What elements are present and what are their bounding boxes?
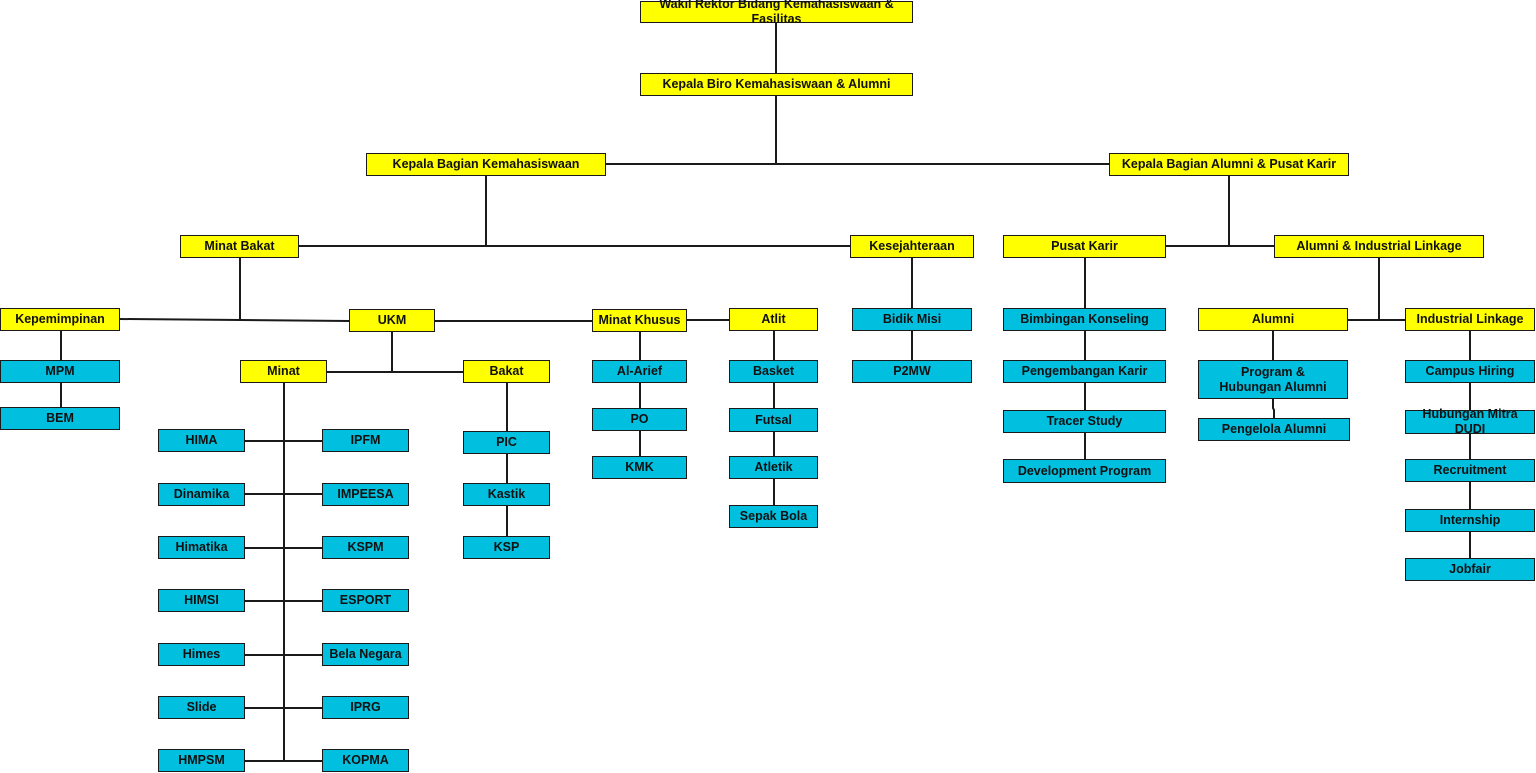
node-hmpsm: HMPSM xyxy=(158,749,245,772)
node-campus-hiring: Campus Hiring xyxy=(1405,360,1535,383)
node-himsi: HIMSI xyxy=(158,589,245,612)
node-program-hubungan-alumni: Program & Hubungan Alumni xyxy=(1198,360,1348,399)
node-kastik: Kastik xyxy=(463,483,550,506)
node-kopma: KOPMA xyxy=(322,749,409,772)
node-industrial-linkage: Industrial Linkage xyxy=(1405,308,1535,331)
node-esport: ESPORT xyxy=(322,589,409,612)
node-tracer-study: Tracer Study xyxy=(1003,410,1166,433)
node-bakat: Bakat xyxy=(463,360,550,383)
node-hubungan-mitra-dudi: Hubungan Mitra DUDI xyxy=(1405,407,1535,436)
node-po: PO xyxy=(592,408,687,431)
node-pic: PIC xyxy=(463,431,550,454)
node-ukm: UKM xyxy=(349,309,435,332)
node-himes: Himes xyxy=(158,643,245,666)
node-development-program: Development Program xyxy=(1003,459,1166,483)
node-alumni: Alumni xyxy=(1198,308,1348,331)
node-bela-negara: Bela Negara xyxy=(322,643,409,666)
node-bimbingan-konseling: Bimbingan Konseling xyxy=(1003,308,1166,331)
node-impeesa: IMPEESA xyxy=(322,483,409,506)
node-p2mw: P2MW xyxy=(852,360,972,383)
node-alumni-industrial-linkage: Alumni & Industrial Linkage xyxy=(1274,235,1484,258)
node-kepemimpinan: Kepemimpinan xyxy=(0,308,120,331)
node-dinamika: Dinamika xyxy=(158,483,245,506)
node-ipfm: IPFM xyxy=(322,429,409,452)
node-pengelola-alumni: Pengelola Alumni xyxy=(1198,418,1350,441)
node-kabag-alumni-pusat-karir: Kepala Bagian Alumni & Pusat Karir xyxy=(1109,153,1349,176)
node-kepala-biro: Kepala Biro Kemahasiswaan & Alumni xyxy=(640,73,913,96)
node-bidik-misi: Bidik Misi xyxy=(852,308,972,331)
node-bem: BEM xyxy=(0,407,120,430)
node-slide: Slide xyxy=(158,696,245,719)
node-kspm: KSPM xyxy=(322,536,409,559)
node-al-arief: Al-Arief xyxy=(592,360,687,383)
node-kesejahteraan: Kesejahteraan xyxy=(850,235,974,258)
node-ksp: KSP xyxy=(463,536,550,559)
node-minat: Minat xyxy=(240,360,327,383)
node-himatika: Himatika xyxy=(158,536,245,559)
node-kabag-kemahasiswaan: Kepala Bagian Kemahasiswaan xyxy=(366,153,606,176)
node-recruitment: Recruitment xyxy=(1405,459,1535,482)
node-mpm: MPM xyxy=(0,360,120,383)
node-minat-khusus: Minat Khusus xyxy=(592,309,687,332)
node-atletik: Atletik xyxy=(729,456,818,479)
node-iprg: IPRG xyxy=(322,696,409,719)
node-basket: Basket xyxy=(729,360,818,383)
node-pusat-karir: Pusat Karir xyxy=(1003,235,1166,258)
node-kmk: KMK xyxy=(592,456,687,479)
node-hima: HIMA xyxy=(158,429,245,452)
node-jobfair: Jobfair xyxy=(1405,558,1535,581)
node-sepak-bola: Sepak Bola xyxy=(729,505,818,528)
node-minat-bakat: Minat Bakat xyxy=(180,235,299,258)
node-pengembangan-karir: Pengembangan Karir xyxy=(1003,360,1166,383)
node-atlit: Atlit xyxy=(729,308,818,331)
node-wakil-rektor: Wakil Rektor Bidang Kemahasiswaan & Fasi… xyxy=(640,0,913,26)
node-futsal: Futsal xyxy=(729,408,818,432)
node-internship: Internship xyxy=(1405,509,1535,532)
